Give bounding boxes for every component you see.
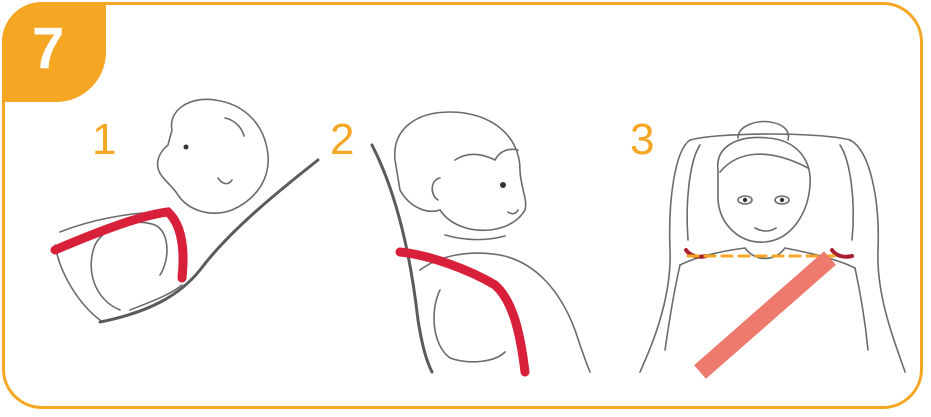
child-front-view-illustration bbox=[640, 122, 905, 372]
infant-reclined-illustration bbox=[55, 99, 318, 322]
child-side-view-illustration bbox=[372, 112, 590, 372]
